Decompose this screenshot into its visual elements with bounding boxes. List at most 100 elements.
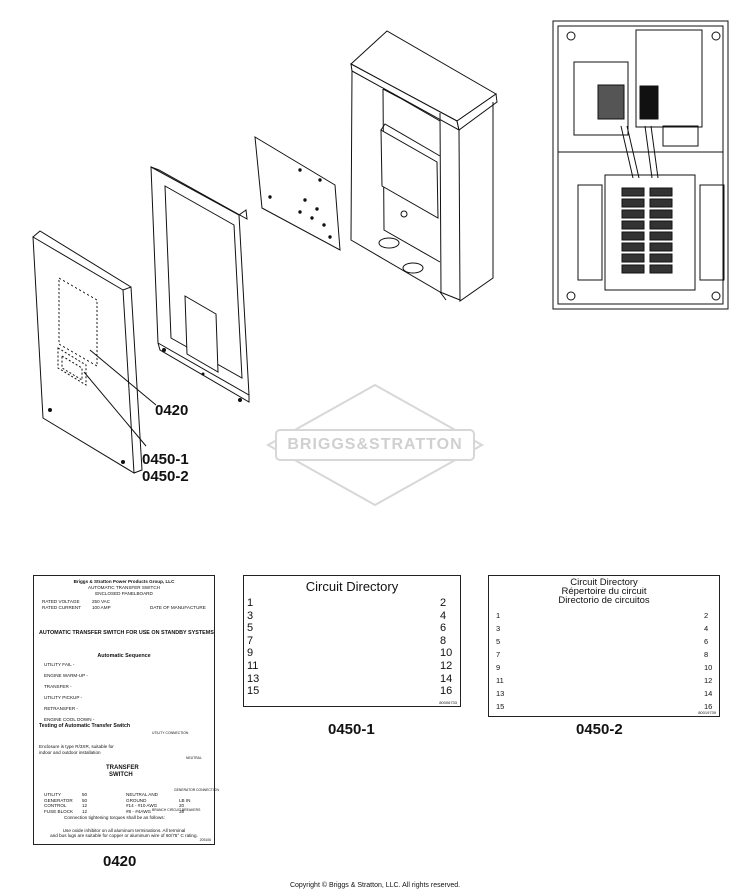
- directory-2-right-number: 10: [704, 663, 713, 672]
- directory-1-left-number: 11: [247, 660, 259, 672]
- decal-seq-engine-warm: ENGINE WARM-UP -: [44, 673, 88, 678]
- decal-torque-cell: 20: [179, 803, 185, 808]
- decal-enclosure: Enclosure is type R/3XR, suitable for in…: [39, 744, 114, 755]
- decal-torque-cell: UTILITY: [44, 792, 62, 797]
- directory-1-left-number: 7: [247, 634, 254, 647]
- decal-company: Briggs & Stratton Power Products Group, …: [73, 579, 175, 584]
- decal-product-line2: ENCLOSED PANELBOARD: [95, 591, 153, 596]
- callout-0450-2: 0450-2: [142, 468, 189, 485]
- transfer-switch-decal: Briggs & Stratton Power Products Group, …: [33, 575, 219, 845]
- decal-rated-voltage-value: 250 VAC: [92, 599, 111, 604]
- directory-1-left-number: 15: [247, 685, 260, 698]
- part-number-directory-2: 0450-2: [576, 721, 623, 738]
- decal-torque-cell: 50: [82, 797, 88, 803]
- decal-transfer-label1: TRANSFER: [106, 765, 139, 771]
- breaker-right: [649, 253, 673, 263]
- directory-2-left-number: 7: [496, 650, 501, 659]
- breaker-left: [621, 253, 645, 263]
- directory-2-left-number: 3: [496, 624, 501, 633]
- breaker-right: [649, 231, 673, 241]
- directory-2-code: 80019739: [698, 710, 716, 715]
- decal-product-line1: AUTOMATIC TRANSFER SWITCH: [88, 585, 160, 590]
- directory-1-right-number: 6: [440, 622, 447, 635]
- breaker-left: [621, 209, 645, 219]
- breaker-left: [621, 198, 645, 208]
- breaker-rows: [621, 187, 673, 274]
- decal-date-label: DATE OF MANUFACTURE: [150, 605, 206, 610]
- decal-seq-utility-fail: UTILITY FAIL -: [44, 662, 75, 667]
- breaker-left: [621, 231, 645, 241]
- breaker-right: [649, 198, 673, 208]
- decal-torque-cell: LB IN: [179, 797, 191, 803]
- part-number-directory-1: 0450-1: [328, 721, 375, 738]
- directory-1-left-number: 9: [247, 647, 254, 660]
- part-number-decal: 0420: [103, 853, 137, 870]
- decal-code: 205106: [199, 838, 211, 842]
- directory-1-right-number: 12: [440, 660, 453, 672]
- directory-1-title: Circuit Directory: [305, 579, 399, 594]
- directory-2-right-number: 12: [704, 676, 713, 685]
- decal-rated-current-value: 100 AMP: [92, 605, 111, 610]
- callout-0450-1: 0450-1: [142, 451, 189, 468]
- directory-1-right-number: 4: [440, 609, 447, 622]
- brand-watermark: [265, 383, 485, 507]
- decal-branch-circuit: BRANCH CIRCUIT BREAKERS: [152, 808, 201, 812]
- watermark-text: BRIGGS&STRATTON: [287, 436, 463, 453]
- directory-1-right-number: 2: [440, 597, 447, 609]
- directory-2-left-number: 5: [496, 637, 501, 646]
- breaker-right: [649, 242, 673, 252]
- decal-neutral: NEUTRAL: [186, 756, 202, 760]
- decal-footer1: Use oxide inhibitor on all aluminum term…: [62, 828, 186, 833]
- decal-rated-current-label: RATED CURRENT: [42, 605, 81, 610]
- directory-1-left-number: 13: [247, 672, 260, 685]
- decal-seq-engine-cool: ENGINE COOL DOWN -: [44, 717, 95, 722]
- directory-2-right-number: 4: [704, 624, 709, 633]
- directory-2-right-number: 16: [704, 702, 713, 711]
- decal-torque-cell: CONTROL: [44, 803, 67, 808]
- decal-torque-heading: Connection tightening torques shall be a…: [64, 815, 165, 820]
- decal-torque-cell: 50: [82, 792, 88, 797]
- breaker-right: [649, 264, 673, 274]
- directory-2-title-es: Directorio de circuitos: [558, 595, 650, 606]
- directory-1-left-number: 5: [247, 622, 254, 635]
- directory-2-left-number: 13: [496, 689, 505, 698]
- directory-2-right-number: 6: [704, 637, 709, 646]
- enclosure-box: [350, 30, 498, 302]
- decal-transfer-label2: SWITCH: [109, 772, 133, 778]
- decal-seq-transfer: TRANSFER -: [44, 684, 72, 689]
- decal-footer2: and bus lugs are suitable for copper or …: [50, 833, 198, 838]
- decal-utility-connection: UTILITY CONNECTION: [152, 731, 189, 735]
- decal-torque-cell: GENERATOR: [44, 797, 73, 803]
- dead-front-frame: [150, 166, 250, 403]
- decal-rated-voltage-label: RATED VOLTAGE: [42, 599, 80, 604]
- breaker-left: [621, 264, 645, 274]
- directory-2-left-number: 9: [496, 663, 501, 672]
- directory-1-left-number: 1: [247, 597, 254, 609]
- directory-2-left-number: 1: [496, 611, 501, 620]
- decal-torque-cell: GROUND: [126, 797, 147, 803]
- breaker-left: [621, 187, 645, 197]
- directory-1-right-number: 8: [440, 634, 447, 647]
- directory-1-left-number: 3: [247, 609, 254, 622]
- circuit-directory-2: Circuit Directory Répertoire du circuit …: [488, 575, 720, 717]
- decal-torque-cell: 35: [179, 808, 185, 814]
- breaker-right: [649, 209, 673, 219]
- directory-2-right-number: 8: [704, 650, 709, 659]
- decal-generator-connection: GENERATOR CONNECTION: [174, 788, 219, 792]
- decal-torque-cell: NEUTRAL AND: [126, 792, 158, 797]
- decal-torque-cell: 12: [82, 803, 88, 808]
- breaker-left: [621, 220, 645, 230]
- decal-torque-cell: #14 - #10 AWG: [126, 803, 158, 808]
- decal-seq-retransfer: RETRANSFER -: [44, 706, 78, 711]
- decal-heading: AUTOMATIC TRANSFER SWITCH FOR USE ON STA…: [39, 630, 214, 636]
- directory-1-right-number: 14: [440, 672, 453, 685]
- decal-seq-utility-pickup: UTILITY PICKUP -: [44, 695, 83, 700]
- breaker-right: [649, 187, 673, 197]
- directory-2-title-en: Circuit Directory: [570, 577, 638, 588]
- directory-2-right-number: 2: [704, 611, 709, 620]
- directory-2-right-number: 14: [704, 689, 713, 698]
- callout-0420: 0420: [155, 402, 189, 419]
- breaker-left: [621, 242, 645, 252]
- copyright-notice: Copyright © Briggs & Stratton, LLC. All …: [289, 882, 461, 889]
